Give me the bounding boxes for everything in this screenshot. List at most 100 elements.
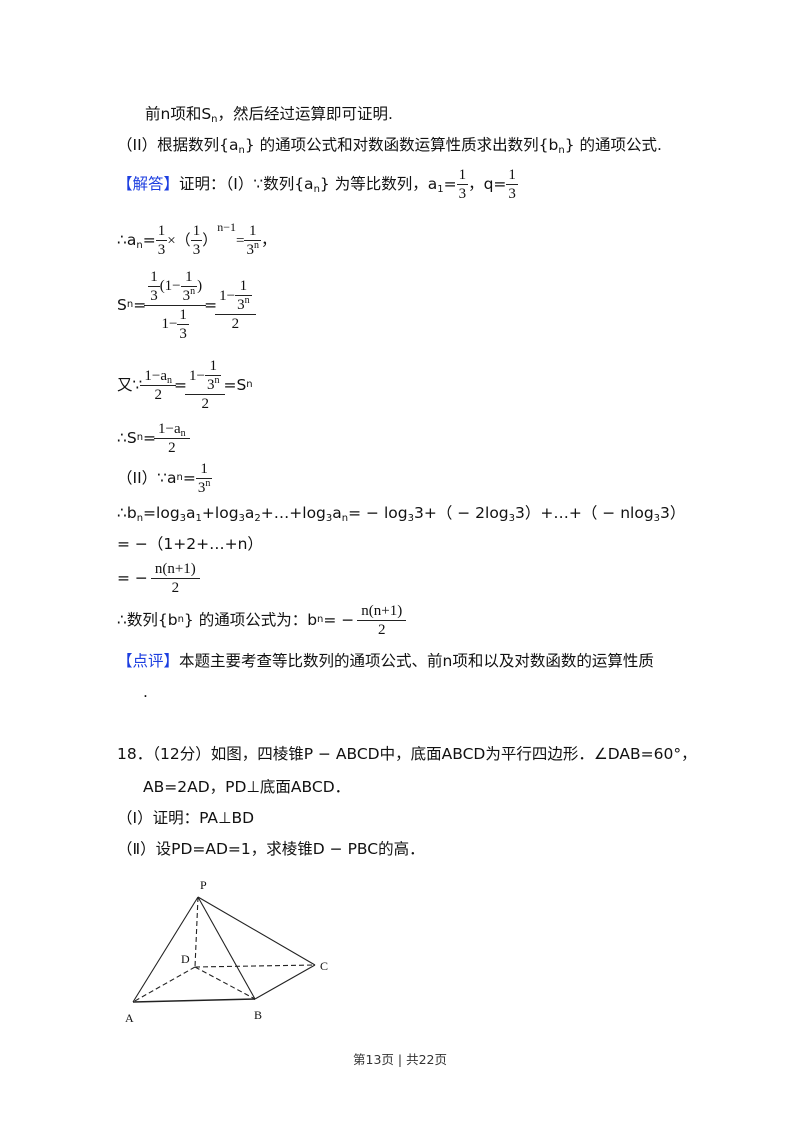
text: （II）∵a — [117, 469, 177, 487]
fraction: n(n+1)2 — [357, 602, 407, 639]
text: = − log — [348, 504, 408, 522]
text: 1− — [219, 287, 236, 304]
numerator: 1−an — [142, 367, 174, 386]
subscript: 3 — [179, 513, 187, 524]
comment-tag: 【点评】 — [117, 652, 180, 670]
text: 3） — [660, 504, 686, 522]
text: 3 — [206, 377, 215, 393]
subscript: 3 — [325, 513, 333, 524]
text: ， — [260, 231, 277, 249]
numerator: n(n+1) — [361, 602, 403, 619]
text: ∴a — [117, 231, 137, 249]
text: 3 — [246, 242, 254, 258]
subscript: n — [180, 427, 186, 439]
vertex-label-c: C — [320, 959, 328, 973]
text: = — [182, 469, 196, 487]
text: ∴数列{b — [117, 611, 178, 629]
denominator: 2 — [140, 384, 176, 404]
text: ） — [202, 233, 218, 249]
denominator: 2 — [357, 619, 407, 639]
text: } 为等比数列，a — [319, 175, 438, 193]
subscript: n — [211, 114, 218, 125]
text: 证明：（I）∵数列{a — [179, 175, 314, 193]
text: 1− — [189, 367, 205, 384]
text: +…+log — [260, 504, 326, 522]
exponent: n — [214, 375, 220, 386]
subscript: n — [136, 513, 144, 524]
text: = — [235, 233, 245, 249]
subscript: n — [167, 374, 172, 386]
problem-18-part-1: （Ⅰ）证明：PA⊥BD — [117, 809, 255, 827]
comment-text: 本题主要考查等比数列的通项公式、前n项和以及对数函数的运算性质 — [179, 652, 654, 670]
solution-tag: 【解答】 — [117, 175, 180, 193]
numerator: n(n+1) — [154, 560, 196, 577]
numerator: 1 — [200, 460, 208, 477]
exponent: n — [244, 295, 250, 306]
text: } 的通项公式. — [564, 136, 662, 154]
denominator: 3n — [195, 477, 213, 497]
text: 3 — [182, 287, 191, 304]
text: = — [143, 429, 157, 447]
vertex-label-d: D — [181, 952, 190, 966]
denominator: 2 — [154, 437, 190, 457]
text: = — [133, 296, 147, 314]
exponent: n−1 — [217, 220, 236, 234]
denominator: 2 — [185, 394, 226, 413]
text: a — [244, 504, 255, 522]
exponent: n — [205, 477, 211, 489]
text: a — [186, 504, 196, 522]
text: =log — [143, 504, 180, 522]
text: = — [174, 376, 187, 394]
subscript: 3 — [653, 513, 661, 524]
text: ×（ — [167, 233, 191, 249]
denominator: 3 — [506, 184, 518, 202]
denominator: 3 — [456, 184, 469, 202]
numerator: 1 — [508, 167, 516, 183]
denominator: 3 — [148, 285, 160, 304]
text: ∴S — [117, 429, 137, 447]
subscript: 2 — [254, 513, 261, 524]
text: 又∵ — [117, 376, 143, 394]
subscript: 3 — [407, 513, 414, 524]
text: 3）+…+（ − nlog — [515, 504, 654, 522]
sum-line: = −（1+2+…+n） — [117, 535, 263, 553]
text: (1− — [159, 278, 181, 294]
text: a — [332, 504, 342, 522]
numerator: 1 — [150, 268, 158, 285]
numerator: 1 — [239, 278, 248, 294]
text: ，然后经过运算即可证明. — [217, 105, 393, 123]
denominator: 3 — [177, 323, 189, 342]
analysis-line-1: 前n项和Sn，然后经过运算即可证明. — [145, 104, 393, 125]
subscript: n — [313, 184, 320, 195]
text: ) — [197, 278, 203, 294]
subscript: n — [341, 513, 349, 524]
text: = − — [117, 569, 153, 587]
text: +log — [201, 504, 239, 522]
denominator: 3n — [180, 285, 198, 305]
denominator: 3 — [155, 240, 168, 258]
subscript: n — [238, 145, 245, 156]
comment-trailing: . — [143, 683, 148, 701]
vertex-label-p: P — [200, 878, 207, 892]
fraction: n(n+1)2 — [150, 560, 200, 597]
text: 1− — [161, 316, 178, 332]
denominator: 3n — [235, 295, 252, 314]
denominator: 2 — [215, 314, 256, 333]
numerator: 1−an — [156, 420, 188, 439]
